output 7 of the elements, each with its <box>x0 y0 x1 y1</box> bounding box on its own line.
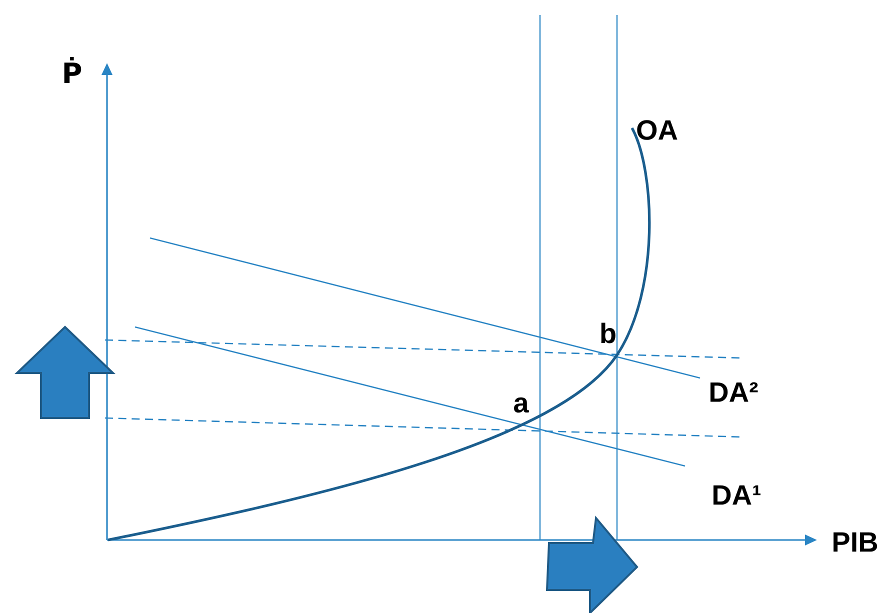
axis-label: Ṗ <box>64 57 82 83</box>
axis-label: DA² <box>710 382 758 402</box>
axis-label: b <box>601 322 616 344</box>
axis-label: a <box>514 397 529 413</box>
axis-label: DA¹ <box>713 485 760 505</box>
axis-label: PIB <box>834 532 878 552</box>
axis-label: OA <box>637 120 678 140</box>
